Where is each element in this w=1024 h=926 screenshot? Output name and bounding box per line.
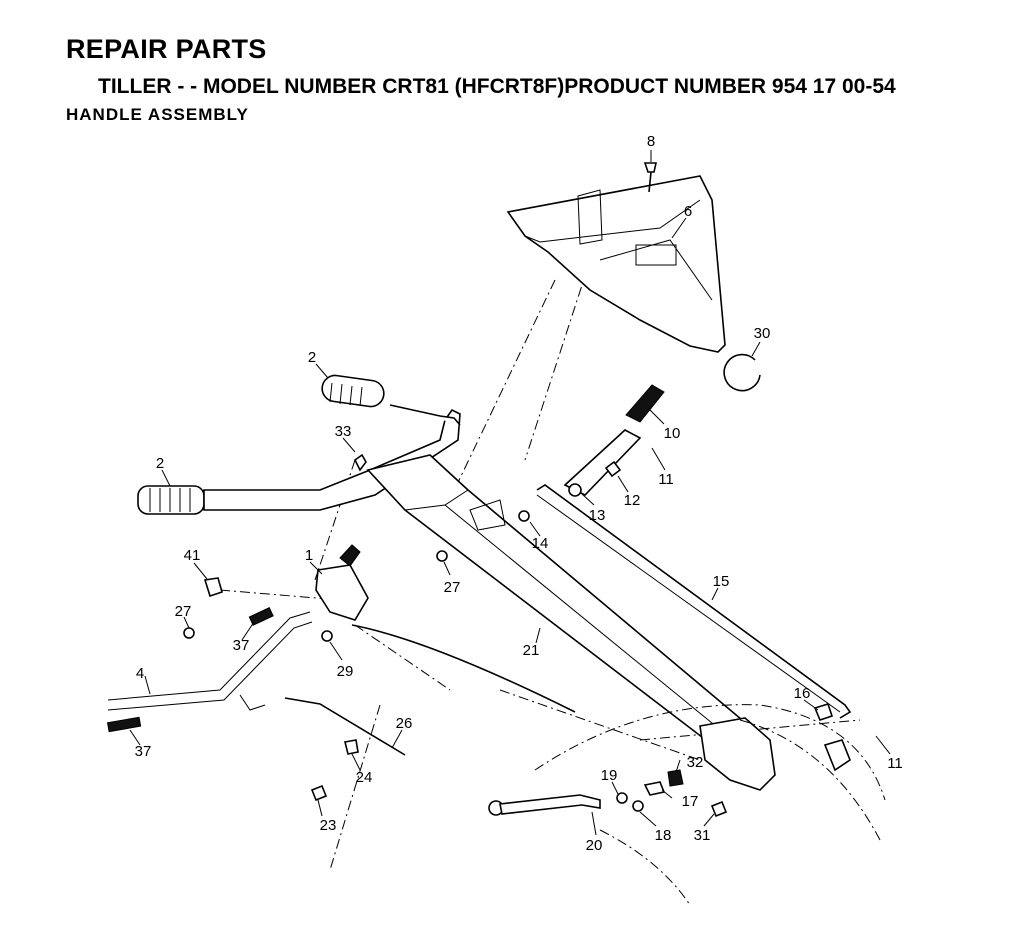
screw-part-8 bbox=[643, 162, 657, 193]
callout-27-left: 27 bbox=[175, 603, 192, 620]
callout-8: 8 bbox=[647, 133, 655, 150]
callout-41: 41 bbox=[184, 547, 201, 564]
retaining-ring-part-30 bbox=[723, 353, 761, 392]
callout-13: 13 bbox=[589, 507, 606, 524]
callout-16: 16 bbox=[794, 685, 811, 702]
callout-15: 15 bbox=[713, 573, 730, 590]
callout-11-lower: 11 bbox=[887, 755, 903, 772]
grip-part-2-lower bbox=[137, 485, 205, 515]
callout-6: 6 bbox=[684, 203, 692, 220]
callout-30: 30 bbox=[754, 325, 771, 342]
handle-panel-part-6 bbox=[506, 175, 726, 353]
leader-lines bbox=[129, 150, 891, 836]
shift-rod-part-15 bbox=[536, 484, 852, 719]
callout-1: 1 bbox=[305, 547, 313, 564]
callout-18: 18 bbox=[655, 827, 672, 844]
pin-part-37-upper bbox=[248, 607, 274, 626]
callout-2-upper: 2 bbox=[308, 349, 316, 366]
callout-37-lower: 37 bbox=[135, 743, 152, 760]
alignment-lines bbox=[219, 229, 861, 871]
callout-14: 14 bbox=[532, 535, 549, 552]
callout-26: 26 bbox=[396, 715, 413, 732]
callout-24: 24 bbox=[356, 769, 373, 786]
bail-part-4 bbox=[107, 611, 313, 711]
grip-part-2-upper bbox=[321, 374, 385, 408]
callout-32: 32 bbox=[687, 754, 704, 771]
cable-part-26 bbox=[284, 697, 406, 756]
callout-10: 10 bbox=[664, 425, 681, 442]
cable-part-21 bbox=[351, 624, 576, 713]
callout-31: 31 bbox=[694, 827, 711, 844]
callout-2-lower: 2 bbox=[156, 455, 164, 472]
shift-lever-part-13 bbox=[563, 429, 642, 497]
callout-17: 17 bbox=[682, 793, 699, 810]
callout-37-upper: 37 bbox=[233, 637, 250, 654]
lever-grip-part-10 bbox=[625, 384, 665, 423]
handle-column-part-21-tube bbox=[366, 454, 776, 791]
callout-labels: 8 6 30 2 10 33 11 2 12 13 14 1 41 27 15 … bbox=[135, 133, 903, 854]
hardware-parts bbox=[183, 453, 851, 818]
callout-11-upper: 11 bbox=[658, 471, 674, 488]
lever-part-20 bbox=[488, 794, 601, 816]
callout-23: 23 bbox=[320, 817, 337, 834]
callout-29: 29 bbox=[337, 663, 354, 680]
callout-33: 33 bbox=[335, 423, 352, 440]
callout-4: 4 bbox=[136, 665, 144, 682]
callout-27-mid: 27 bbox=[444, 579, 461, 596]
callout-12: 12 bbox=[624, 492, 641, 509]
control-part-1 bbox=[315, 544, 369, 621]
hood-outline bbox=[534, 704, 886, 906]
page-title: REPAIR PARTS bbox=[66, 34, 267, 64]
section-title: HANDLE ASSEMBLY bbox=[66, 105, 249, 124]
callout-20: 20 bbox=[586, 837, 603, 854]
callout-19: 19 bbox=[601, 767, 618, 784]
callout-21: 21 bbox=[523, 642, 540, 659]
page-subtitle: TILLER - - MODEL NUMBER CRT81 (HFCRT8F)P… bbox=[98, 75, 896, 98]
pin-part-37-lower bbox=[106, 716, 142, 733]
